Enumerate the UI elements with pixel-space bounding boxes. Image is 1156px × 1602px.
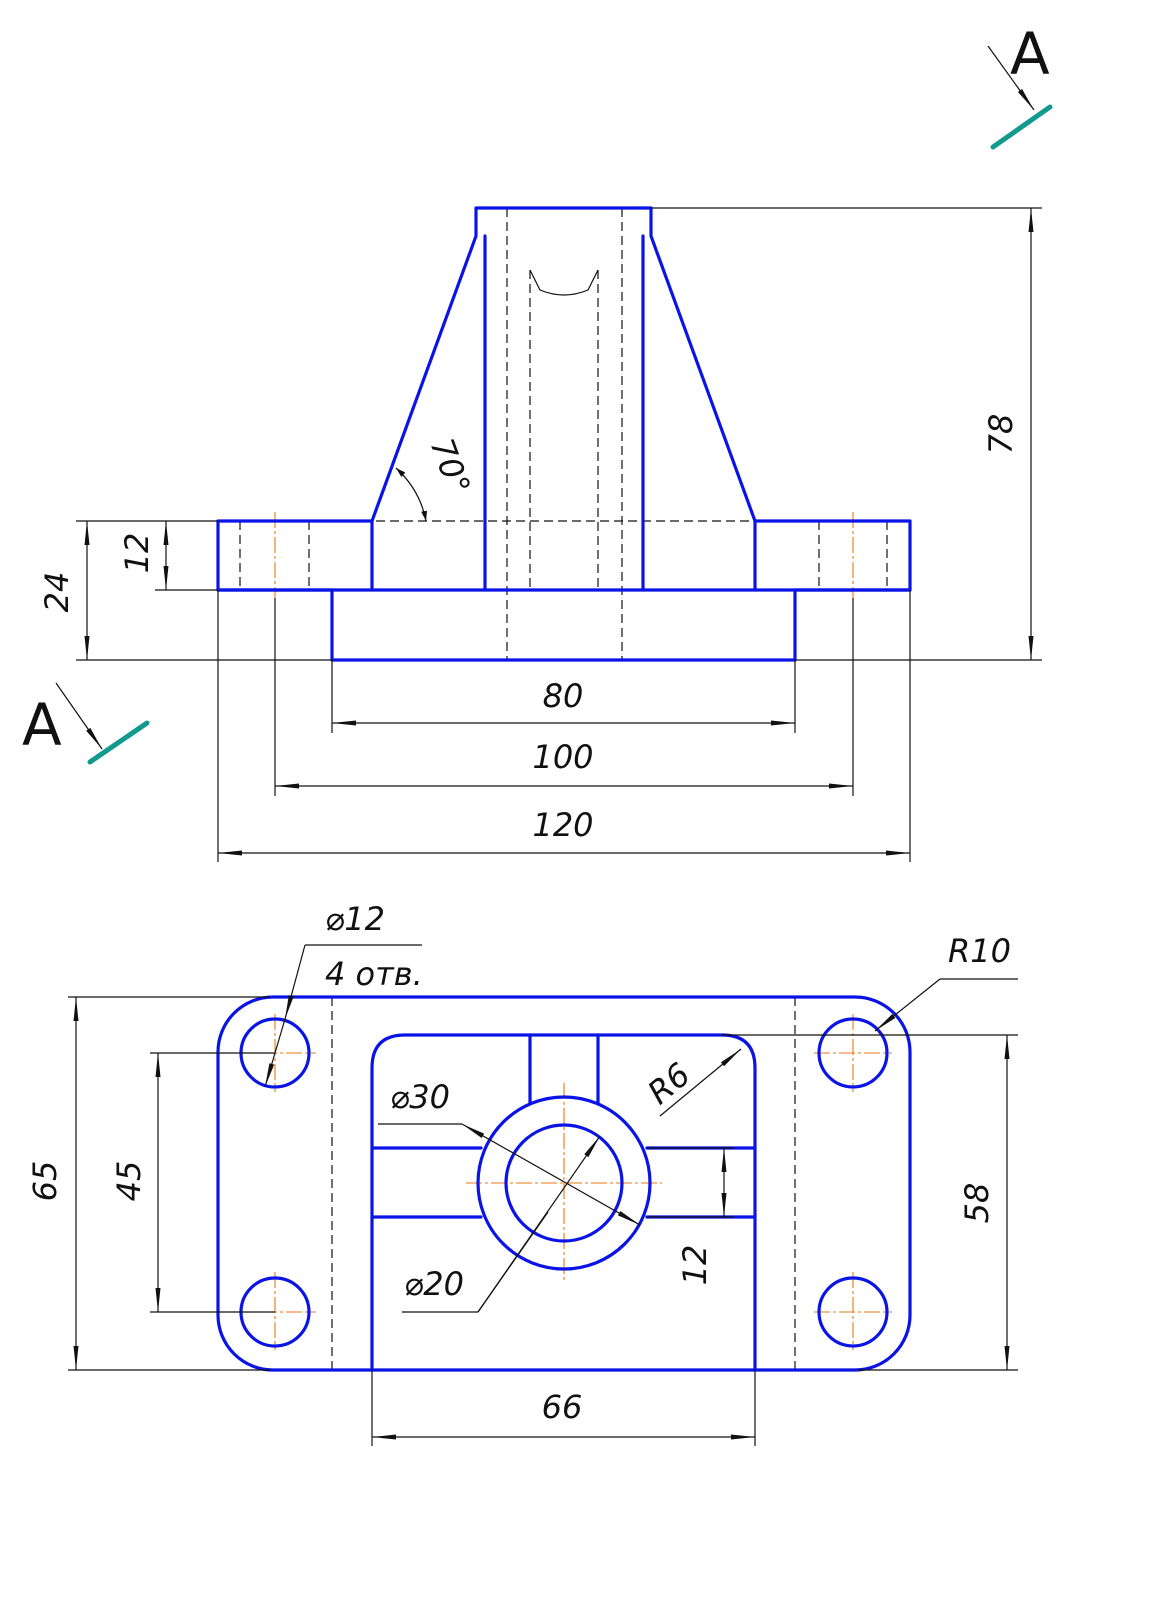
dimension-text-120: 120	[532, 806, 593, 844]
section-cut-line-top	[990, 104, 1053, 150]
dimension-78: 78	[982, 208, 1034, 660]
leader-r6: R6	[640, 1048, 742, 1117]
dimension-65: 65	[26, 997, 79, 1370]
front-view: 78 24 12 70° 80 100 120	[38, 206, 1042, 862]
dimension-text-24: 24	[38, 572, 76, 613]
dimension-text-58: 58	[958, 1183, 996, 1224]
dimension-text-78: 78	[982, 414, 1020, 455]
dimension-text-70: 70°	[423, 433, 478, 499]
leader-dia20: ⌀20	[402, 1135, 601, 1313]
dimension-66: 66	[372, 1388, 755, 1440]
dimension-text-dia30: ⌀30	[390, 1078, 450, 1116]
leader-dia30: ⌀30	[378, 1078, 641, 1226]
front-hidden-lines	[239, 208, 888, 660]
dimension-text-r10: R10	[948, 932, 1011, 970]
hole-top-right	[817, 1017, 889, 1089]
dimension-120: 120	[218, 806, 910, 856]
dimension-text-r6: R6	[640, 1055, 697, 1111]
dimension-text-hole-dia: ⌀12	[325, 900, 385, 938]
dimension-text-12-top: 12	[676, 1245, 714, 1286]
section-marker-left: A	[22, 682, 150, 765]
dimension-text-45: 45	[110, 1161, 148, 1202]
dimension-text-12-front: 12	[118, 533, 156, 574]
top-view: 65 45 58 66 12 ⌀12 4 отв. R10	[26, 900, 1018, 1446]
leader-r10: R10	[874, 932, 1018, 1032]
rib-vertical	[528, 1033, 600, 1105]
front-outline	[216, 206, 912, 662]
front-center-lines	[274, 512, 854, 598]
section-label-left: A	[22, 691, 62, 759]
section-marker-top: A	[987, 20, 1053, 150]
dimension-80: 80	[332, 677, 795, 726]
dimension-100: 100	[275, 738, 853, 789]
dimension-12-front: 12	[118, 521, 169, 590]
front-extension-lines	[76, 207, 1042, 862]
top-extension-lines	[68, 996, 1018, 1446]
section-arrow-left	[55, 682, 103, 750]
leader-hole-dia: ⌀12 4 отв.	[264, 900, 423, 1088]
dimension-text-65: 65	[26, 1161, 64, 1202]
dimension-text-80: 80	[543, 677, 584, 715]
rib-horizontal	[370, 1146, 757, 1219]
hole-bottom-right	[817, 1276, 889, 1348]
dimension-text-66: 66	[542, 1388, 583, 1426]
dimension-text-dia20: ⌀20	[404, 1265, 464, 1303]
section-label-top: A	[1010, 20, 1050, 88]
dimension-text-100: 100	[532, 738, 593, 776]
boss-outline	[370, 1033, 757, 1372]
dimension-angle-70: 70°	[395, 433, 478, 522]
dimension-12-top: 12	[676, 1148, 727, 1286]
dimension-24: 24	[38, 521, 90, 660]
dimension-text-hole-count: 4 отв.	[325, 955, 423, 993]
dimension-45: 45	[110, 1053, 161, 1312]
dimension-58: 58	[958, 1035, 1010, 1370]
base-plate-outline	[216, 995, 912, 1372]
top-hidden-lines	[331, 997, 796, 1370]
section-arrow-top	[987, 45, 1035, 111]
section-cut-line-left	[87, 720, 150, 765]
